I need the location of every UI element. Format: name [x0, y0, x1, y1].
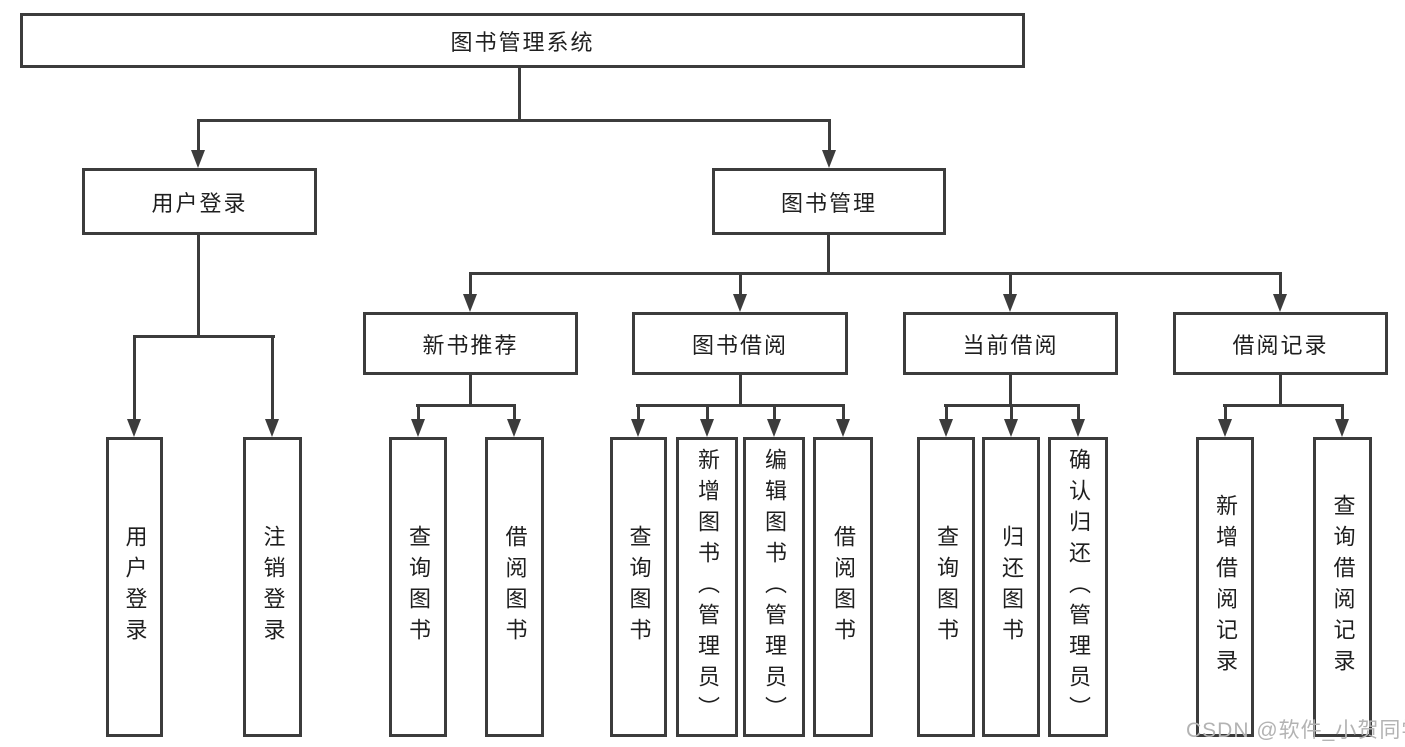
arrowhead-icon — [1003, 294, 1017, 312]
arrowhead-icon — [507, 419, 521, 437]
connector-line — [197, 119, 200, 152]
arrowhead-icon — [631, 419, 645, 437]
connector-line — [417, 404, 420, 421]
leaf-query-books-current: 查询图书 — [917, 437, 975, 737]
connector-line — [197, 235, 200, 338]
connector-line — [1010, 404, 1013, 421]
leaf-query-books-recommend: 查询图书 — [389, 437, 447, 737]
arrowhead-icon — [191, 150, 205, 168]
connector-line — [197, 119, 831, 122]
arrowhead-icon — [127, 419, 141, 437]
arrowhead-icon — [1273, 294, 1287, 312]
arrowhead-icon — [939, 419, 953, 437]
arrowhead-icon — [767, 419, 781, 437]
connector-line — [773, 404, 776, 421]
leaf-edit-books-admin: 编辑图书（管理员） — [743, 437, 805, 737]
arrowhead-icon — [1335, 419, 1349, 437]
node-new-book-recommendation: 新书推荐 — [363, 312, 578, 375]
connector-line — [416, 404, 516, 407]
arrowhead-icon — [1218, 419, 1232, 437]
leaf-return-books: 归还图书 — [982, 437, 1040, 737]
connector-line — [945, 404, 948, 421]
node-library-system: 图书管理系统 — [20, 13, 1025, 68]
connector-line — [637, 404, 640, 421]
arrowhead-icon — [411, 419, 425, 437]
arrowhead-icon — [733, 294, 747, 312]
leaf-borrow-books-recommend: 借阅图书 — [485, 437, 544, 737]
node-current-borrowing: 当前借阅 — [903, 312, 1118, 375]
leaf-user-login: 用户登录 — [106, 437, 163, 737]
arrowhead-icon — [836, 419, 850, 437]
connector-line — [739, 375, 742, 407]
connector-line — [1009, 375, 1012, 407]
leaf-add-books-admin: 新增图书（管理员） — [676, 437, 738, 737]
node-borrowing-records: 借阅记录 — [1173, 312, 1388, 375]
connector-line — [271, 335, 274, 421]
connector-line — [469, 375, 472, 407]
connector-line — [1279, 375, 1282, 407]
connector-line — [469, 272, 1282, 275]
csdn-watermark: CSDN @软件_小贺同学 — [1186, 719, 1405, 742]
node-user-login: 用户登录 — [82, 168, 317, 235]
leaf-add-borrow-record: 新增借阅记录 — [1196, 437, 1254, 737]
connector-line — [706, 404, 709, 421]
connector-line — [133, 335, 136, 421]
connector-line — [827, 235, 830, 275]
connector-line — [636, 404, 844, 407]
connector-line — [842, 404, 845, 421]
node-book-management: 图书管理 — [712, 168, 946, 235]
connector-line — [1341, 404, 1344, 421]
connector-line — [513, 404, 516, 421]
leaf-borrow-books: 借阅图书 — [813, 437, 873, 737]
connector-line — [518, 67, 521, 122]
node-book-borrowing: 图书借阅 — [632, 312, 848, 375]
connector-line — [1009, 272, 1012, 296]
arrowhead-icon — [1071, 419, 1085, 437]
arrowhead-icon — [700, 419, 714, 437]
leaf-query-borrow-record: 查询借阅记录 — [1313, 437, 1372, 737]
connector-line — [133, 335, 275, 338]
connector-line — [1224, 404, 1227, 421]
connector-line — [1077, 404, 1080, 421]
connector-line — [828, 119, 831, 152]
connector-line — [739, 272, 742, 296]
leaf-query-books-borrowing: 查询图书 — [610, 437, 667, 737]
connector-line — [1279, 272, 1282, 296]
arrowhead-icon — [822, 150, 836, 168]
connector-line — [1223, 404, 1344, 407]
arrowhead-icon — [1004, 419, 1018, 437]
arrowhead-icon — [463, 294, 477, 312]
connector-line — [469, 272, 472, 296]
arrowhead-icon — [265, 419, 279, 437]
leaf-confirm-return-admin: 确认归还（管理员） — [1048, 437, 1108, 737]
leaf-logout: 注销登录 — [243, 437, 302, 737]
